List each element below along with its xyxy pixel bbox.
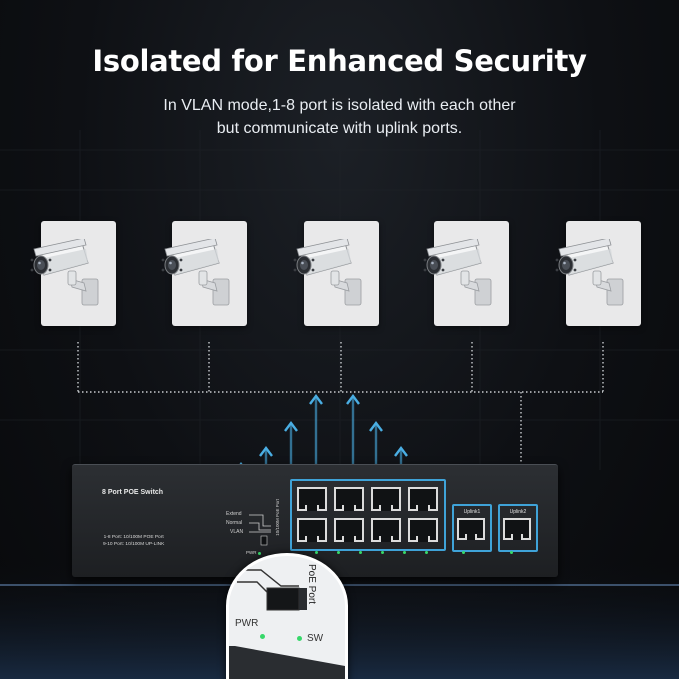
zoom-sw-led bbox=[297, 636, 302, 641]
port-led bbox=[315, 551, 318, 554]
zoom-detail-lines bbox=[229, 569, 345, 679]
port-led bbox=[381, 551, 384, 554]
mode-vlan-label: VLAN bbox=[230, 529, 244, 535]
camera-card-5 bbox=[555, 221, 641, 326]
security-camera-icon bbox=[30, 239, 99, 306]
zoom-inset: PoE Port PWR SW bbox=[226, 553, 348, 679]
zoom-sw-label: SW bbox=[307, 633, 324, 644]
security-camera-icon bbox=[293, 239, 362, 306]
port-led bbox=[425, 551, 428, 554]
poe-port-2[interactable] bbox=[334, 487, 364, 511]
uplink-port-1-block: Uplink1 bbox=[452, 504, 492, 552]
uplink-led bbox=[510, 551, 513, 554]
mode-extend-label: Extend bbox=[226, 511, 242, 517]
switch-model-label: 8 Port POE Switch bbox=[102, 489, 164, 496]
poe-port-7[interactable] bbox=[371, 518, 401, 542]
zoom-poe-port-label: PoE Port bbox=[306, 564, 317, 605]
uplink-1-label: Uplink1 bbox=[463, 509, 481, 515]
uplink-port-1[interactable] bbox=[457, 518, 485, 540]
mode-normal-label: Normal bbox=[226, 520, 243, 526]
security-camera-icon bbox=[423, 239, 492, 306]
switch-spec-line-2: 9-10 Port: 10/100M UP-LINK bbox=[103, 542, 165, 547]
subtitle-line-1: In VLAN mode,1-8 port is isolated with e… bbox=[163, 97, 516, 114]
uplink-led bbox=[462, 551, 465, 554]
port-led bbox=[359, 551, 362, 554]
camera-card-2 bbox=[161, 221, 247, 326]
camera-card-4 bbox=[423, 221, 509, 326]
poe-port-block bbox=[290, 479, 446, 551]
poe-port-3[interactable] bbox=[371, 487, 401, 511]
port-tag-label: 10/100M PoE Port bbox=[275, 499, 280, 536]
security-camera-icon bbox=[161, 239, 230, 306]
switch-spec-line-1: 1-8 Port: 10/100M POE Port bbox=[103, 535, 164, 540]
camera-card-3 bbox=[293, 221, 379, 326]
page-subtitle: In VLAN mode,1-8 port is isolated with e… bbox=[0, 94, 679, 140]
poe-port-5[interactable] bbox=[297, 518, 327, 542]
pwr-label: PWR bbox=[246, 550, 257, 555]
poe-port-6[interactable] bbox=[334, 518, 364, 542]
mode-toggle[interactable] bbox=[260, 535, 268, 546]
zoom-pwr-led bbox=[260, 634, 265, 639]
uplink-port-2-block: Uplink2 bbox=[498, 504, 538, 552]
subtitle-line-2: but communicate with uplink ports. bbox=[216, 120, 463, 137]
port-led bbox=[337, 551, 340, 554]
page-title: Isolated for Enhanced Security bbox=[92, 44, 587, 78]
zoom-pwr-label: PWR bbox=[235, 618, 259, 629]
mode-switch-lines bbox=[249, 514, 271, 546]
pwr-led bbox=[258, 552, 261, 555]
switch-spec-text: 1-8 Port: 10/100M POE Port 9-10 Port: 10… bbox=[103, 534, 164, 548]
uplink-2-label: Uplink2 bbox=[509, 509, 527, 515]
security-camera-icon bbox=[555, 239, 624, 306]
poe-port-8[interactable] bbox=[408, 518, 438, 542]
poe-port-1[interactable] bbox=[297, 487, 327, 511]
poe-port-4[interactable] bbox=[408, 487, 438, 511]
port-led bbox=[403, 551, 406, 554]
camera-card-1 bbox=[30, 221, 116, 326]
uplink-port-2[interactable] bbox=[503, 518, 531, 540]
